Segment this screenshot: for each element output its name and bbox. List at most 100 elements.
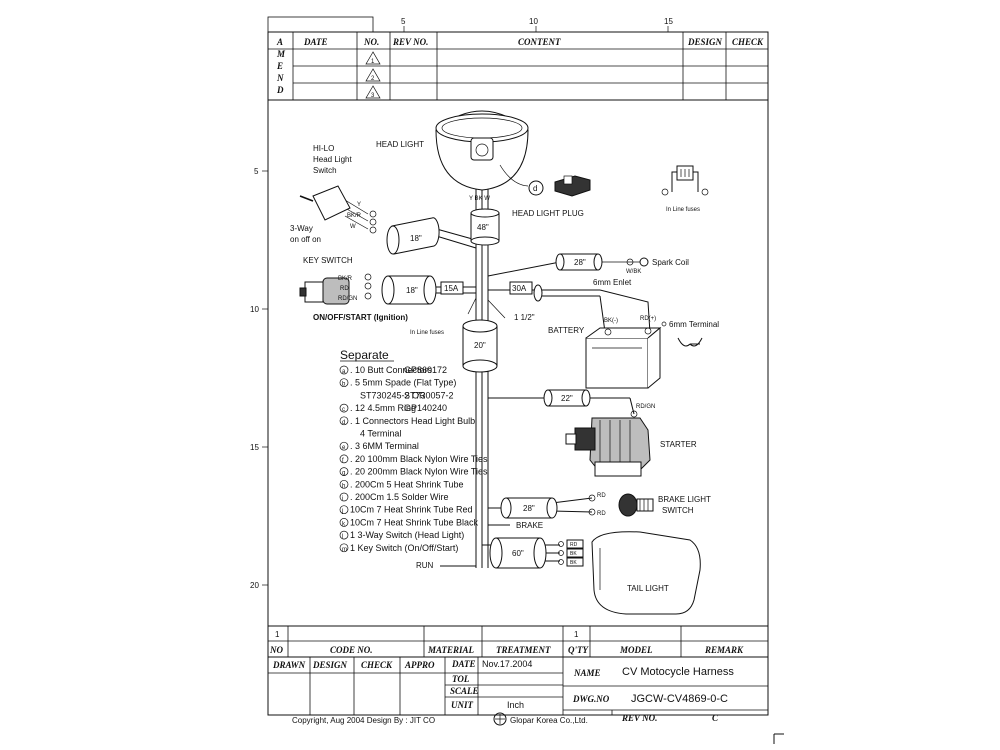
separate-item-marker: h	[342, 483, 345, 489]
amend-row-3: 3	[371, 93, 375, 99]
header-remark: REMARK	[704, 645, 744, 655]
terminal-6mm-label: 6mm Terminal	[669, 320, 719, 329]
sleeve-22-label: 22"	[561, 394, 573, 403]
separate-item-marker: b	[342, 382, 346, 388]
separate-item-marker: c	[342, 407, 345, 413]
key-wire-rdgn: RD/GN	[338, 296, 357, 302]
separate-item-marker-circle	[339, 441, 349, 451]
separate-item-text: . 5 5mm Spade (Flat Type)	[350, 378, 456, 388]
sleeve-18-b-label: 18"	[406, 286, 418, 295]
scale-label: SCALE	[450, 686, 479, 696]
hi-lo-switch: HI-LO Head Light Switch 3-Way on off on …	[290, 144, 377, 244]
starter-wire-label: RD/GN	[636, 404, 655, 410]
battery-bk-minus: BK(-)	[604, 318, 618, 324]
sleeve-60: 60"	[489, 537, 547, 569]
amend-header-no: NO.	[363, 37, 379, 47]
tol-label: TOL	[452, 674, 470, 684]
key-wire-bkr: BK/R	[338, 276, 353, 282]
sleeve-48-label: 48"	[477, 223, 489, 232]
separate-item-part-no: GP860172	[404, 365, 447, 375]
separate-item-text: 1 Key Switch (On/Off/Start)	[350, 543, 458, 553]
date-label: DATE	[451, 659, 476, 669]
separate-item-marker: i	[342, 496, 343, 502]
footer: Copyright, Aug 2004 Design By : JIT CO G…	[292, 712, 588, 726]
sleeve-18-a-label: 18"	[410, 234, 422, 243]
separate-item-marker-circle	[339, 518, 349, 527]
separate-item-marker: g	[342, 471, 345, 477]
sleeve-60-label: 60"	[512, 549, 524, 558]
in-line-fuses-icon: In Line fuses	[661, 165, 709, 213]
separate-item-marker: m	[342, 547, 347, 553]
sign-design: DESIGN	[312, 660, 348, 670]
separate-item-text: ST730245-2 OR	[360, 390, 426, 400]
separate-item: 4 Terminal	[360, 429, 401, 439]
hilo-line-1: HI-LO	[313, 144, 334, 153]
one-half-inch-label: 1 1/2"	[514, 313, 535, 322]
separate-item-part-no: ST730057-2	[404, 390, 454, 400]
head-light-label: HEAD LIGHT	[376, 140, 424, 149]
brake-light-switch: RD RD BRAKE LIGHT SWITCH	[588, 493, 711, 517]
brake-light-switch-line-2: SWITCH	[662, 506, 694, 515]
spark-coil-terminal: Spark Coil W/BK	[626, 257, 689, 275]
hilo-line-2: Head Light	[313, 155, 352, 164]
tail-wire-rd: RD	[570, 542, 578, 548]
amend-letter-a: A	[276, 37, 283, 47]
glopar-logo-icon	[493, 712, 507, 726]
left-ruler: 5 10 15 20	[250, 167, 268, 590]
separate-item-text: . 20 100mm Black Nylon Wire Ties	[350, 454, 488, 464]
battery-label: BATTERY	[548, 326, 585, 335]
date-value: Nov.17.2004	[482, 659, 532, 669]
amend-rev-triangles: 1 2 3	[365, 51, 381, 99]
ruler-left-15: 15	[250, 443, 259, 452]
amend-letter-d: D	[276, 85, 284, 95]
amend-row-1: 1	[371, 59, 375, 65]
amend-letter-n: N	[276, 73, 284, 83]
ignition-label: ON/OFF/START (Ignition)	[313, 313, 408, 322]
separate-item-text: . 10 Butt Connectors	[350, 365, 433, 375]
amend-letter-e: E	[276, 61, 283, 71]
separate-item-marker-circle	[339, 365, 349, 375]
dwg-value: JGCW-CV4869-0-C	[631, 693, 728, 705]
tail-connectors: RD BK BK	[558, 539, 584, 567]
separate-item-marker: a	[342, 369, 346, 375]
fuse-30a-label: 30A	[512, 284, 527, 293]
separate-item: k 10Cm 7 Heat Shrink Tube Black	[339, 517, 479, 527]
separate-item-marker-circle	[339, 543, 349, 553]
battery-rd-plus: RD(+)	[640, 316, 656, 322]
in-line-fuses-icon-label: In Line fuses	[666, 207, 700, 213]
tail-wire-bk-1: BK	[570, 551, 577, 557]
separate-item-marker: l	[342, 534, 343, 540]
three-way-line-1: 3-Way	[290, 224, 313, 233]
sheet-border	[267, 16, 784, 744]
ruler-left-20: 20	[250, 581, 259, 590]
starter-motor: RD/GN STARTER	[565, 404, 697, 477]
separate-item-marker: k	[342, 521, 346, 527]
ruler-top-10: 10	[529, 17, 538, 26]
head-light-plug-label: HEAD LIGHT PLUG	[512, 209, 584, 218]
ruler-top-5: 5	[401, 17, 406, 26]
separate-item-text: . 200Cm 1.5 Solder Wire	[350, 492, 449, 502]
amend-header-design: DESIGN	[687, 37, 723, 47]
amend-header-content: CONTENT	[518, 37, 561, 47]
unit-value: Inch	[507, 700, 524, 710]
separate-item-text: 1 3-Way Switch (Head Light)	[350, 530, 464, 540]
amend-letter-m: M	[276, 49, 286, 59]
ruler-left-5: 5	[254, 167, 259, 176]
hilo-wire-y: Y	[357, 202, 361, 208]
separate-item: b . 5 5mm Spade (Flat Type)	[339, 378, 456, 388]
rev-label: REV NO.	[621, 713, 657, 723]
sleeve-20-label: 20"	[474, 341, 486, 350]
separate-item-text: . 1 Connectors Head Light Bulb	[350, 416, 475, 426]
separate-item-text: 10Cm 7 Heat Shrink Tube Black	[350, 517, 479, 527]
header-material: MATERIAL	[427, 645, 475, 655]
key-switch-label: KEY SWITCH	[303, 256, 353, 265]
tail-light-label: TAIL LIGHT	[627, 584, 669, 593]
run-label: RUN	[416, 561, 434, 570]
separate-item-marker-circle	[339, 530, 349, 540]
plug-marker: d	[533, 184, 537, 193]
